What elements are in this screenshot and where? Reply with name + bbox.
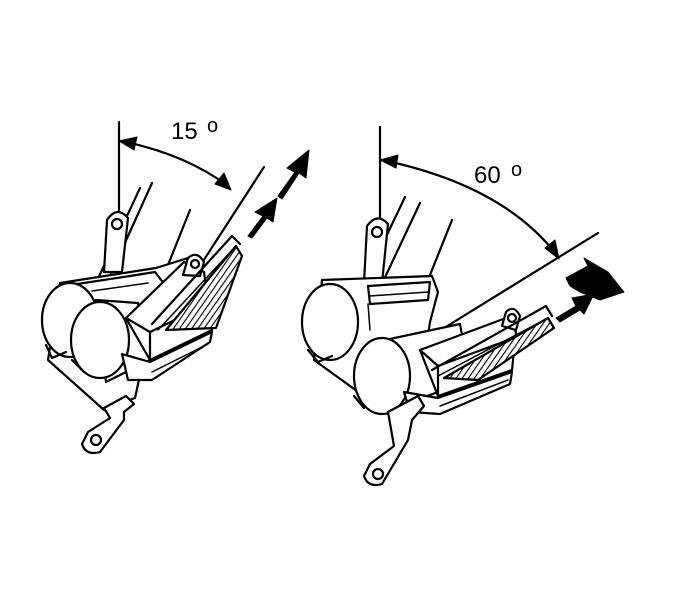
right-rear-arm — [428, 218, 454, 277]
right-front-drum-notch — [352, 394, 366, 410]
right-housing-boss — [366, 280, 432, 306]
left-front-drum-notch — [70, 358, 86, 374]
left-degree-symbol: o — [207, 115, 218, 137]
left-rear-drum-notch — [44, 343, 68, 360]
right-mount-hole — [371, 467, 385, 481]
right-ear-tab — [500, 307, 522, 332]
left-front-drum — [69, 300, 131, 380]
right-blade-rail — [430, 304, 554, 372]
right-arc-arrowhead-start — [379, 154, 399, 169]
right-housing-lower-edge — [439, 379, 509, 407]
right-ear-hole — [506, 312, 518, 324]
right-housing-boss-side — [367, 303, 371, 331]
left-pivot-tab — [102, 210, 130, 274]
right-housing-boss-edge — [369, 291, 429, 297]
left-push-arrow-small — [247, 197, 278, 239]
left-blade-rail-inner — [157, 245, 237, 331]
right-angle-arc — [380, 158, 558, 256]
left-mount-bracket — [80, 394, 136, 455]
left-housing-lower — [120, 330, 214, 382]
right-arc-arrowhead-end — [544, 239, 560, 260]
left-push-arrow-large — [277, 149, 310, 200]
right-tilt-reference-line — [434, 231, 600, 335]
right-rear-drum — [300, 282, 360, 362]
right-front-drum — [352, 336, 412, 416]
left-arc-arrowhead-start — [118, 136, 138, 151]
right-mount-bracket — [362, 394, 426, 487]
left-assembly: 15 o — [40, 115, 310, 455]
right-degree-symbol: o — [511, 159, 522, 181]
right-push-arrow-small — [555, 293, 595, 323]
left-housing-flange-inner — [91, 282, 149, 292]
left-angle-label: 15 — [171, 118, 198, 145]
right-pivot-hole — [370, 225, 384, 239]
left-mount-hole — [89, 433, 103, 447]
right-blade-rail-inner — [437, 317, 549, 377]
right-angle-label: 60 — [474, 162, 501, 189]
left-hatched-blade — [164, 244, 244, 332]
right-assembly: 60 o — [300, 125, 625, 487]
right-lever-arm-inner — [378, 201, 422, 290]
right-push-arrow-large — [565, 257, 625, 301]
left-ear-tab — [181, 253, 206, 278]
left-ear-hole — [189, 258, 201, 270]
left-arc-arrowhead-end — [214, 172, 232, 191]
right-hatched-blade — [442, 316, 556, 382]
left-blade-rail — [150, 234, 242, 326]
left-housing-lower-edge — [151, 343, 209, 373]
right-rear-drum-notch — [306, 348, 334, 364]
left-angle-arc — [119, 139, 230, 188]
left-pivot-hole — [110, 217, 124, 231]
